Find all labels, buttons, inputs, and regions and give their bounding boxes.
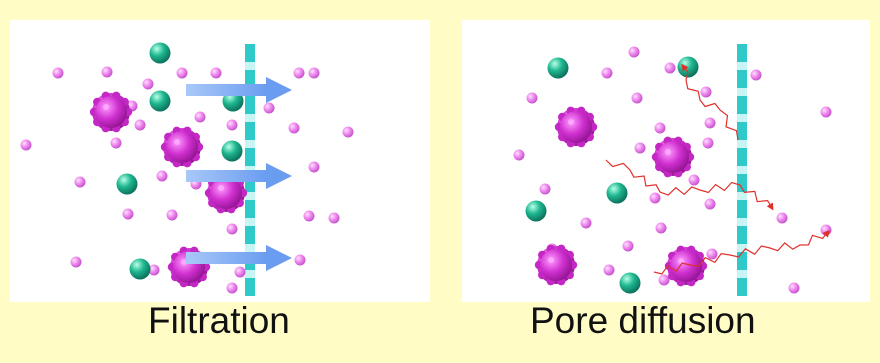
medium-particle: [149, 42, 171, 64]
flow-arrow-icon: [186, 77, 292, 103]
small-particle: [293, 67, 305, 79]
small-particle: [166, 209, 178, 221]
large-particle: [651, 136, 695, 178]
small-particle: [148, 264, 160, 276]
medium-particle: [525, 200, 547, 222]
small-particle: [776, 212, 788, 224]
small-particle: [655, 222, 667, 234]
medium-particle: [547, 57, 569, 79]
small-particle: [539, 183, 551, 195]
small-particle: [706, 248, 718, 260]
medium-particle: [149, 90, 171, 112]
small-particle: [101, 66, 113, 78]
small-particle: [156, 170, 168, 182]
small-particle: [142, 78, 154, 90]
small-particle: [294, 254, 306, 266]
small-particle: [52, 67, 64, 79]
small-particle: [234, 266, 246, 278]
small-particle: [654, 122, 666, 134]
small-particle: [788, 282, 800, 294]
small-particle: [342, 126, 354, 138]
small-particle: [580, 217, 592, 229]
large-particle: [554, 106, 598, 148]
small-particle: [210, 67, 222, 79]
small-particle: [134, 119, 146, 131]
small-particle: [20, 139, 32, 151]
small-particle: [70, 256, 82, 268]
small-particle: [628, 46, 640, 58]
large-particle: [534, 244, 578, 286]
small-particle: [649, 192, 661, 204]
flow-arrow-icon: [186, 163, 292, 189]
pore-diffusion-caption: Pore diffusion: [530, 300, 756, 341]
small-particle: [288, 122, 300, 134]
small-particle: [513, 149, 525, 161]
small-particle: [750, 69, 762, 81]
diffusion-path-icon: [681, 63, 739, 141]
small-particle: [303, 210, 315, 222]
large-particle: [89, 91, 133, 133]
large-particle: [160, 126, 204, 168]
small-particle: [664, 62, 676, 74]
small-particle: [526, 92, 538, 104]
small-particle: [704, 198, 716, 210]
diffusion-path-icon: [653, 229, 830, 275]
small-particle: [308, 67, 320, 79]
small-particle: [700, 86, 712, 98]
small-particle: [704, 117, 716, 129]
small-particle: [658, 274, 670, 286]
small-particle: [194, 111, 206, 123]
small-particle: [601, 67, 613, 79]
small-particle: [634, 142, 646, 154]
medium-particle: [129, 258, 151, 280]
medium-particle: [606, 182, 628, 204]
small-particle: [74, 176, 86, 188]
filtration-caption: Filtration: [148, 300, 290, 341]
flow-arrow-icon: [186, 245, 292, 271]
small-particle: [631, 92, 643, 104]
membrane-barrier: [737, 44, 747, 296]
small-particle: [110, 137, 122, 149]
small-particle: [176, 67, 188, 79]
small-particle: [688, 174, 700, 186]
small-particle: [226, 223, 238, 235]
diffusion-path-icon: [605, 159, 774, 211]
small-particle: [263, 102, 275, 114]
small-particle: [226, 119, 238, 131]
small-particle: [308, 161, 320, 173]
small-particle: [702, 137, 714, 149]
small-particle: [622, 240, 634, 252]
small-particle: [603, 264, 615, 276]
small-particle: [820, 106, 832, 118]
large-particle: [664, 245, 708, 287]
medium-particle: [116, 173, 138, 195]
medium-particle: [221, 140, 243, 162]
small-particle: [328, 212, 340, 224]
small-particle: [122, 208, 134, 220]
medium-particle: [619, 272, 641, 294]
small-particle: [226, 282, 238, 294]
